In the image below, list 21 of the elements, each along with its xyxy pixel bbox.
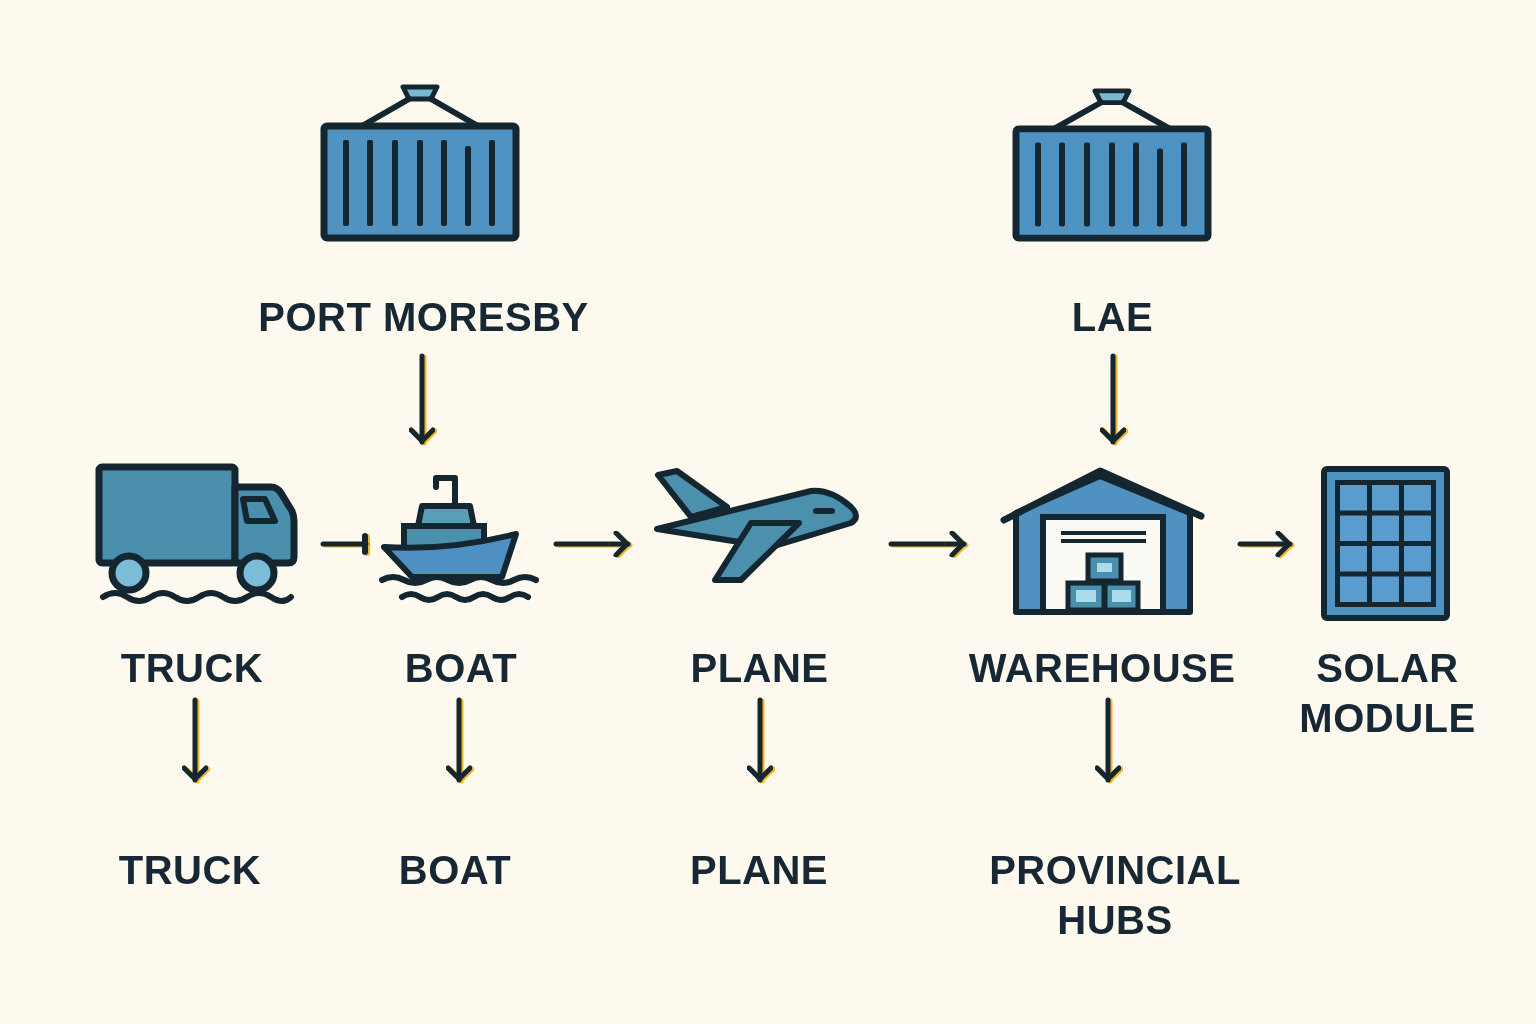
node-label: SOLAR MODULE <box>1298 645 1477 742</box>
arrow <box>181 697 209 783</box>
node-label: PLANE <box>689 847 829 894</box>
arrow <box>1094 697 1122 783</box>
arrow <box>1099 353 1127 445</box>
arrow <box>888 530 967 558</box>
arrow <box>1237 530 1293 558</box>
arrow <box>445 697 473 783</box>
node-label: BOAT <box>404 645 518 692</box>
arrow <box>408 353 436 445</box>
arrow <box>746 697 774 783</box>
node-label: LAE <box>1071 294 1154 341</box>
node-label: BOAT <box>398 847 512 894</box>
node-label: PROVINCIAL HUBS <box>988 847 1242 944</box>
node-label: TRUCK <box>118 847 262 894</box>
arrow <box>553 530 631 558</box>
connector-line <box>320 533 369 555</box>
node-label: PLANE <box>690 645 829 692</box>
node-label: TRUCK <box>120 645 264 692</box>
node-label: PORT MORESBY <box>258 294 589 341</box>
node-label: WAREHOUSE <box>968 645 1236 692</box>
